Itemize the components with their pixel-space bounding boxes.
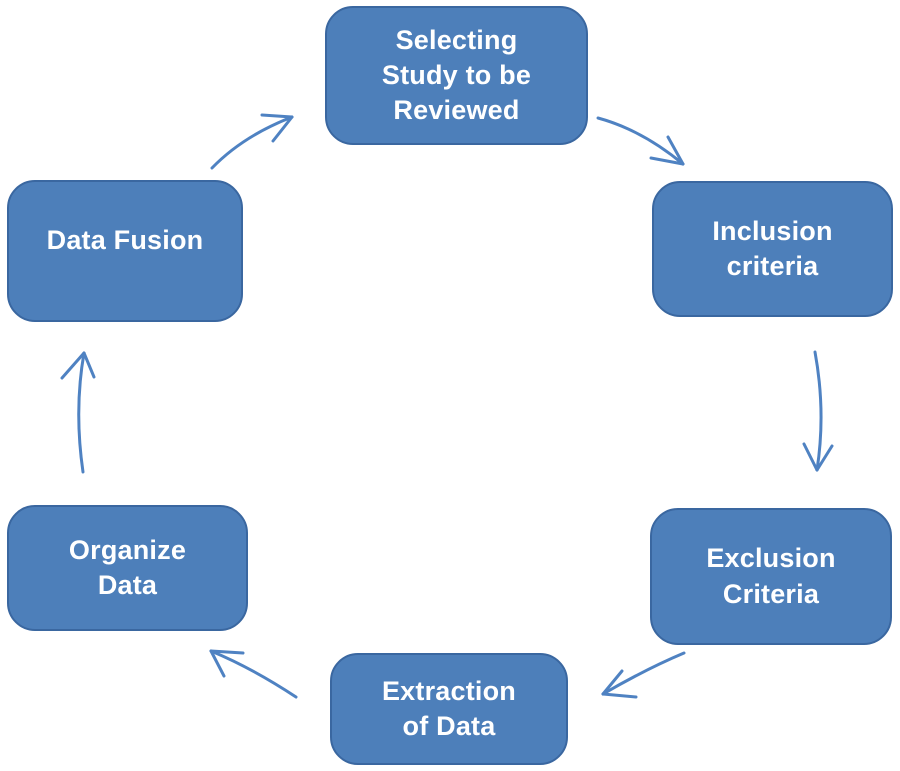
arrow-organize-to-fusion xyxy=(60,351,96,474)
arrow-exclusion-to-extraction xyxy=(601,651,686,699)
node-extraction-of-data: Extraction of Data xyxy=(330,653,568,765)
node-selecting-study: Selecting Study to be Reviewed xyxy=(325,6,588,145)
node-data-fusion-label: Data Fusion xyxy=(46,225,204,256)
arrow-fusion-to-selecting xyxy=(210,113,294,170)
node-organize-data-label: Organize Data xyxy=(68,534,187,600)
node-data-fusion: Data Fusion xyxy=(7,180,243,322)
node-extraction-of-data-label: Extraction of Data xyxy=(381,675,517,741)
arrow-extraction-to-organize xyxy=(209,649,298,699)
node-inclusion-criteria-label: Inclusion criteria xyxy=(712,215,833,281)
node-exclusion-criteria: Exclusion Criteria xyxy=(650,508,892,645)
arrow-selecting-to-inclusion xyxy=(596,116,685,166)
node-inclusion-criteria: Inclusion criteria xyxy=(652,181,893,317)
node-organize-data: Organize Data xyxy=(7,505,248,631)
arrow-inclusion-to-exclusion xyxy=(802,350,834,472)
node-selecting-study-label: Selecting Study to be Reviewed xyxy=(381,24,532,126)
node-exclusion-criteria-label: Exclusion Criteria xyxy=(706,543,836,609)
